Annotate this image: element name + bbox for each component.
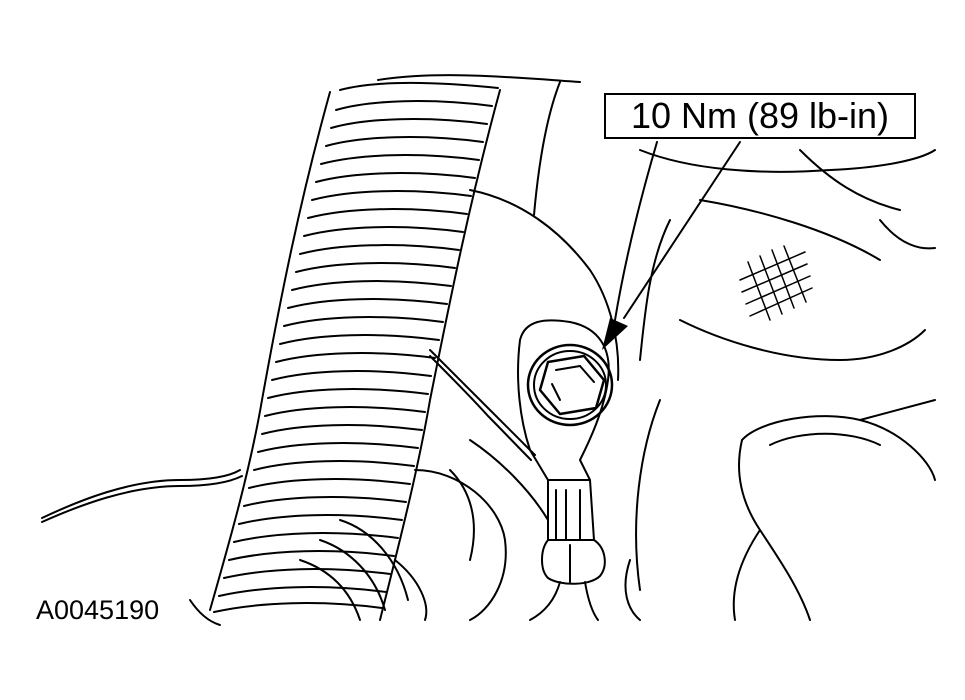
- arrowhead: [602, 318, 628, 350]
- lower-conduit-coil: [189, 519, 409, 626]
- figure-id-label: A0045190: [36, 595, 160, 625]
- ground-strap-terminal: [517, 319, 610, 621]
- crosshatch-mark: [739, 245, 813, 321]
- torque-spec-callout: 10 Nm (89 lb-in): [604, 93, 916, 139]
- corrugated-conduit: [209, 81, 501, 621]
- engine-housing-outline: [377, 74, 936, 621]
- wire: [41, 349, 536, 523]
- callout-leader-arrow: [614, 141, 741, 321]
- bolt: [526, 343, 614, 427]
- bracket: [732, 399, 936, 621]
